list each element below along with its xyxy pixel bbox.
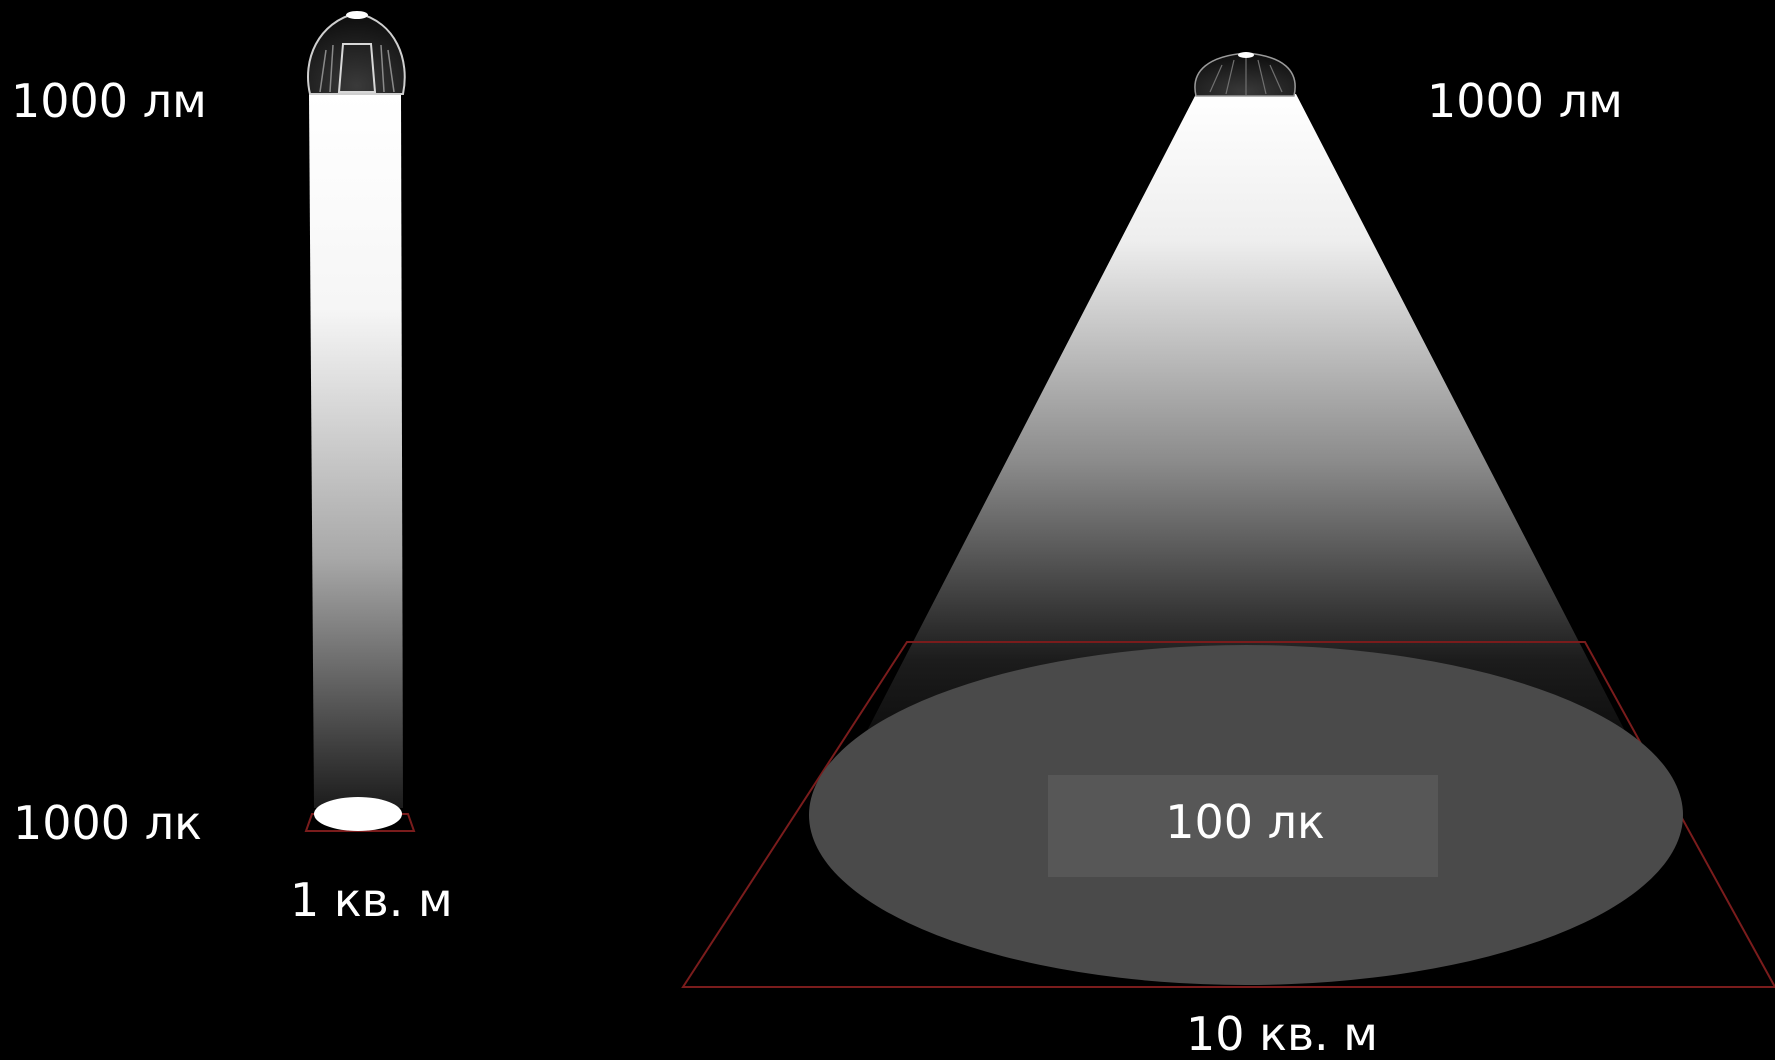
wide-light-beam [852, 94, 1640, 760]
wide-floor-outline [681, 641, 1775, 988]
wide-flux-label: 1000 лм [1427, 74, 1623, 128]
narrow-beam-group: 1000 лм 1000 лк 1 кв. м [11, 11, 453, 927]
narrow-flux-label: 1000 лм [11, 74, 207, 128]
lamp-icon [1194, 52, 1296, 97]
narrow-illuminance-label: 1000 лк [13, 796, 202, 850]
narrow-area-label: 1 кв. м [290, 873, 453, 927]
narrow-light-spot [314, 797, 402, 831]
narrow-floor-outline [304, 813, 416, 832]
lamp-icon [307, 11, 406, 95]
wide-beam-group: 100 лк 1000 лм 10 кв. м [681, 52, 1775, 1060]
narrow-light-beam [309, 94, 403, 808]
illuminance-label-box [1048, 775, 1438, 877]
wide-illuminance-label: 100 лк [1165, 795, 1325, 849]
wide-area-label: 10 кв. м [1186, 1007, 1378, 1060]
